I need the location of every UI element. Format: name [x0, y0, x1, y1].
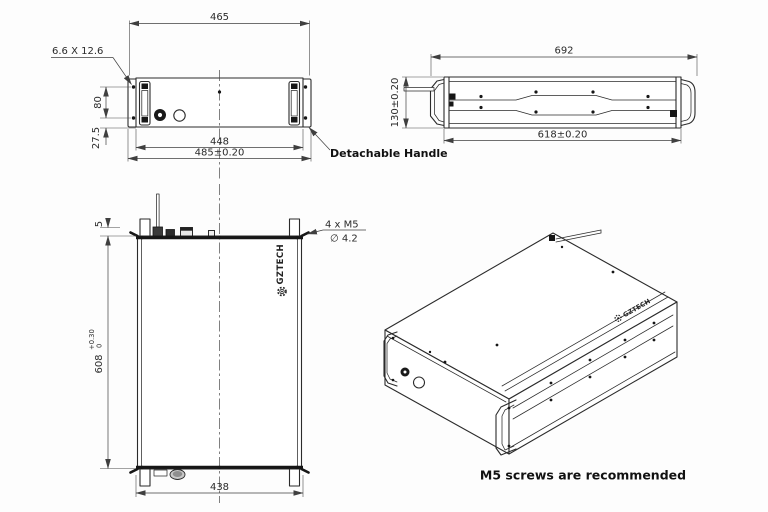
foot	[288, 218, 301, 237]
latch	[670, 110, 677, 117]
front-handle-left	[138, 80, 151, 126]
side-dimensions: 692 130±0.20 618±0.20	[390, 46, 698, 144]
connector	[208, 230, 215, 237]
top-enclosure: GZTECH	[129, 184, 310, 503]
front-view: 465 6.6 X 12.6 80 27.5 448 485±0.20 Deta…	[51, 12, 448, 181]
brand-logo: GZTECH	[276, 244, 287, 297]
dim-448: 448	[210, 137, 229, 148]
dim-130: 130±0.20	[390, 78, 401, 128]
gear-icon	[277, 286, 287, 297]
front-dimensions: 465 6.6 X 12.6 80 27.5 448 485±0.20 Deta…	[51, 12, 448, 162]
top-view: GZTECH 5 608 +0.30 0 438 4 x M5 ∅ 4.2	[88, 184, 366, 503]
svg-text:+0.30: +0.30	[88, 329, 96, 350]
dim-5: 5	[94, 221, 105, 227]
front-enclosure	[127, 70, 312, 181]
iso-front-connectors	[400, 350, 447, 389]
iso-view: GZTECH M5 screws are recommended	[383, 229, 686, 483]
mount-tab	[300, 231, 310, 238]
mount-slot	[303, 116, 308, 120]
iso-enclosure: GZTECH	[383, 229, 678, 456]
dim-618: 618±0.20	[538, 130, 588, 141]
iso-caption: M5 screws are recommended	[480, 468, 686, 483]
mount-tab	[129, 231, 139, 238]
antenna-base	[152, 226, 163, 237]
iso-side-screws	[549, 321, 656, 402]
foot	[139, 468, 151, 487]
mount-tab	[300, 467, 310, 474]
detachable-handle-callout: Detachable Handle	[330, 147, 448, 160]
mount-slot	[303, 85, 308, 89]
gear-icon	[614, 314, 622, 322]
svg-text:0: 0	[96, 344, 104, 348]
side-handle-right	[680, 78, 696, 127]
connector-cap	[180, 227, 193, 231]
mount-slot	[131, 116, 136, 120]
side-enclosure	[403, 76, 696, 129]
side-view: 692 130±0.20 618±0.20	[390, 46, 698, 144]
front-handle-right	[288, 80, 301, 126]
connector	[153, 469, 168, 477]
connector-dome-top	[172, 471, 183, 477]
latch	[449, 101, 454, 107]
foot	[139, 218, 151, 237]
dim-608: 608 +0.30 0	[88, 329, 105, 373]
logo-text: GZTECH	[276, 244, 286, 285]
iso-side-face	[508, 301, 678, 455]
dim-27-5: 27.5	[91, 127, 102, 149]
latch	[449, 93, 456, 100]
side-handle-left	[429, 78, 445, 127]
dim-692: 692	[554, 46, 573, 57]
antenna	[156, 193, 160, 228]
iso-handle-left	[383, 331, 398, 387]
hole-dia-callout: ∅ 4.2	[330, 234, 358, 245]
dim-438: 438	[210, 482, 229, 493]
top-screws	[140, 235, 299, 470]
svg-text:608: 608	[94, 354, 105, 373]
iso-handle-front	[495, 399, 517, 456]
mount-tab	[129, 467, 139, 474]
foot	[288, 468, 301, 487]
front-connectors	[154, 90, 222, 122]
dim-465: 465	[210, 12, 229, 23]
side-screws	[479, 90, 650, 114]
iso-cable	[549, 229, 602, 243]
slot-callout: 6.6 X 12.6	[52, 46, 103, 57]
output-cable	[403, 87, 435, 92]
dim-80: 80	[93, 96, 104, 109]
side-rail-bottom	[448, 110, 677, 116]
side-rail-top	[448, 95, 677, 101]
connector	[165, 229, 175, 237]
dim-485: 485±0.20	[195, 148, 245, 159]
top-dimensions: 5 608 +0.30 0 438 4 x M5 ∅ 4.2	[88, 218, 366, 497]
mount-slot	[131, 85, 136, 89]
screw-callout: 4 x M5	[325, 220, 359, 231]
